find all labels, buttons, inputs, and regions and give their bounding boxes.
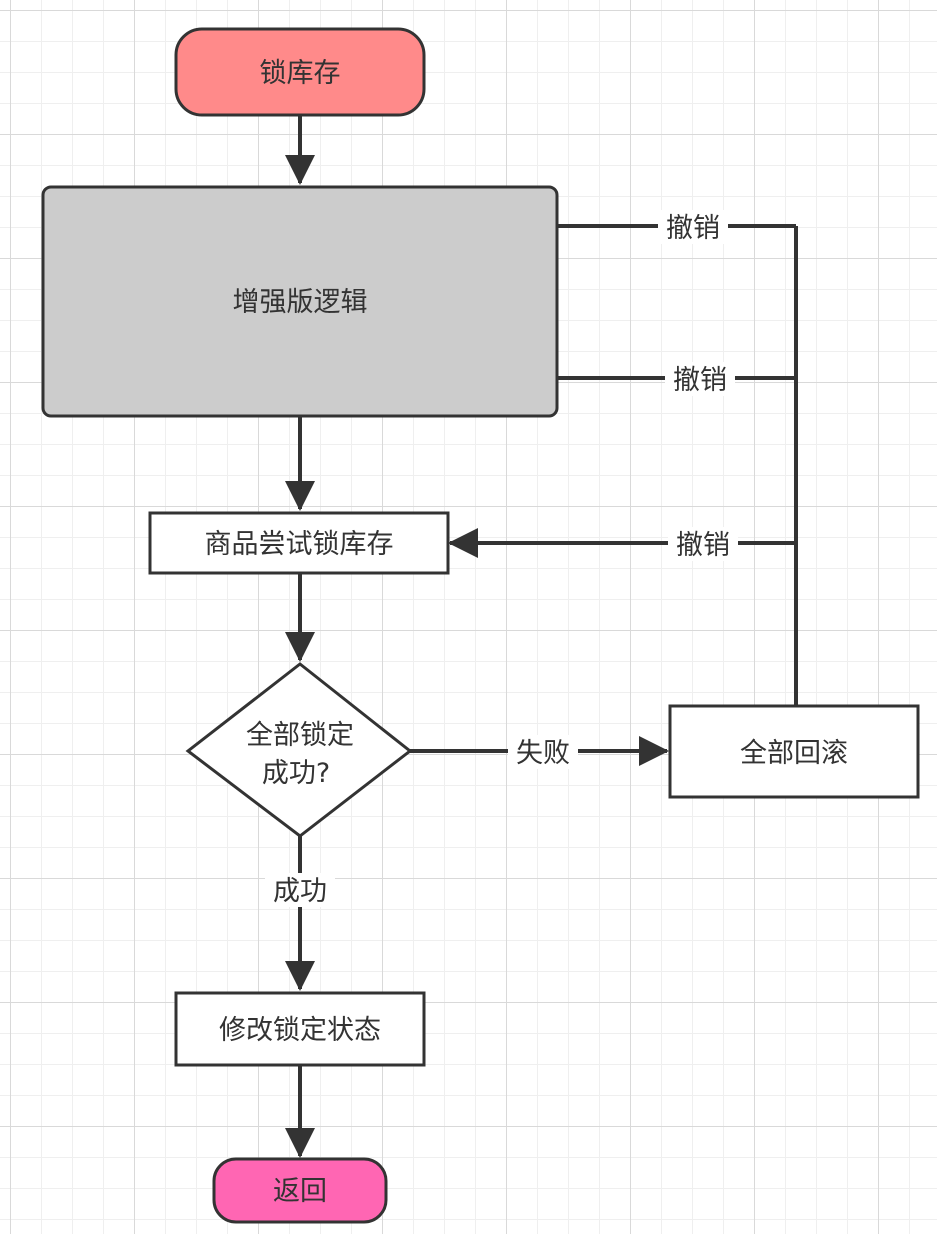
node-enhanced-logic-label: 增强版逻辑 xyxy=(233,287,368,318)
node-start-shape xyxy=(174,27,426,117)
node-enhanced-logic: 增强版逻辑 xyxy=(41,185,559,418)
node-try-lock: 商品尝试锁库存 xyxy=(148,511,450,575)
edge-label-fail: 失败 xyxy=(516,738,570,769)
node-try-lock-shape xyxy=(148,511,450,575)
node-start-label: 锁库存 xyxy=(260,58,341,89)
node-end-shape xyxy=(212,1157,388,1224)
node-update-lock-status-shape xyxy=(174,991,426,1067)
edge-label-cancel-top: 撤销 xyxy=(666,213,720,244)
node-start: 锁库存 xyxy=(174,27,426,117)
node-update-lock-status: 修改锁定状态 xyxy=(174,991,426,1067)
node-rollback: 全部回滚 xyxy=(668,704,920,799)
node-enhanced-logic-shape xyxy=(41,185,559,418)
node-end: 返回 xyxy=(212,1157,388,1224)
edge-label-success: 成功 xyxy=(273,876,327,907)
node-decision-shape xyxy=(185,662,413,838)
edge-label-cancel-mid: 撤销 xyxy=(673,365,727,396)
node-decision-line1: 全部锁定 xyxy=(246,720,354,751)
node-decision: 全部锁定 成功? xyxy=(185,662,413,838)
node-decision-line2: 成功? xyxy=(262,758,330,789)
node-rollback-shape xyxy=(668,704,920,799)
node-end-label: 返回 xyxy=(273,1176,327,1207)
node-update-lock-status-label: 修改锁定状态 xyxy=(219,1015,381,1046)
node-rollback-label: 全部回滚 xyxy=(740,738,848,769)
node-try-lock-label: 商品尝试锁库存 xyxy=(205,529,394,560)
edge-label-cancel-bottom: 撤销 xyxy=(676,530,730,561)
